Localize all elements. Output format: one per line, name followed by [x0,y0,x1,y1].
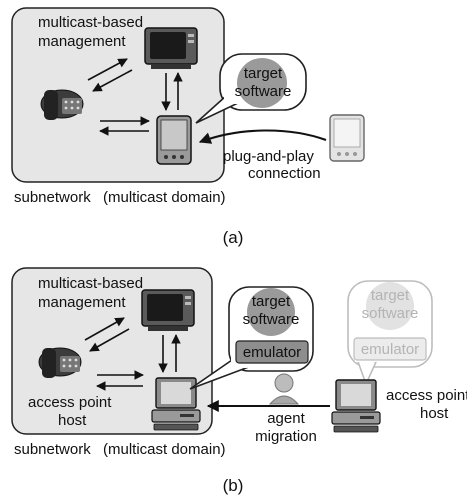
bubble-a-text-2: software [235,83,292,100]
pda-device-icon [156,115,192,165]
agent-person-icon [268,373,300,405]
domain-title-b-2: management [38,294,126,311]
faded-bubble-text-2: software [362,305,419,322]
faded-emulator-label: emulator [361,341,419,358]
tv-monitor-icon [141,289,195,331]
bubble-a-text-1: target [244,65,283,82]
target-software-bubble-b: target software emulator [189,286,314,390]
domain-title-a-1: multicast-based [38,14,143,31]
agent-label-2: migration [255,428,317,445]
telephone-icon [40,89,84,120]
subnet-label-b: subnetwork [14,441,91,458]
plug-and-play-arrow [198,129,327,144]
caption-b: (b) [223,476,244,495]
agent-label-1: agent [267,410,305,427]
caption-a: (a) [223,228,244,247]
target-software-bubble-faded: target software emulator [347,280,433,387]
plug-label-1: plug-and-play [223,148,314,165]
ap-host-right-1: access point [386,387,467,404]
desktop-computer-icon [331,379,381,433]
target-software-bubble-a: target software [195,53,307,124]
emulator-label: emulator [243,344,301,361]
ap-host-left-1: access point [28,394,112,411]
figure-b: multicast-based management [11,267,467,495]
subnet-label-a: subnetwork [14,189,91,206]
pda-device-icon-external [329,114,365,162]
ap-host-left-2: host [58,412,87,429]
plug-label-2: connection [248,165,321,182]
domain-title-a-2: management [38,33,126,50]
tv-monitor-icon [144,27,198,69]
bubble-b-text-2: software [243,311,300,328]
desktop-computer-icon [151,377,201,431]
ap-host-right-2: host [420,405,449,422]
domain-title-b-1: multicast-based [38,275,143,292]
telephone-icon [38,347,82,378]
bubble-b-text-1: target [252,293,291,310]
faded-bubble-text-1: target [371,287,410,304]
subnet-sub-label-b: (multicast domain) [103,441,226,458]
figure-a: multicast-based management [11,7,365,247]
subnet-sub-label-a: (multicast domain) [103,189,226,206]
